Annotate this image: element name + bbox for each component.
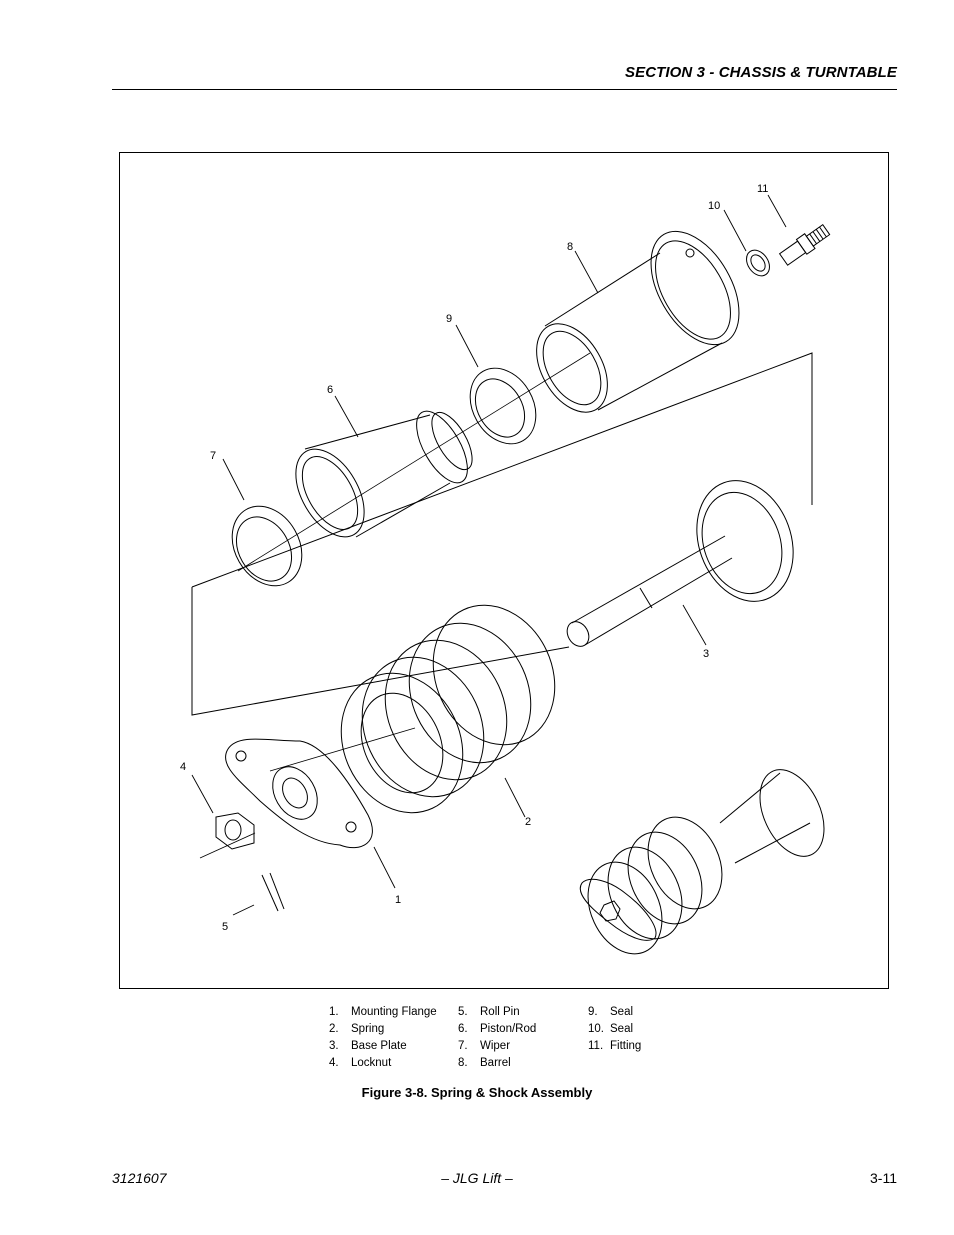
legend-num: 10. — [588, 1023, 604, 1035]
barrel-part — [536, 230, 740, 413]
legend-num: 3. — [329, 1040, 339, 1052]
legend-num: 5. — [458, 1006, 468, 1018]
subassembly-outline — [191, 352, 813, 716]
legend-num: 2. — [329, 1023, 339, 1035]
callout-2: 2 — [525, 816, 531, 828]
exploded-assembly-drawing: 1 2 3 4 5 6 7 8 9 10 11 — [180, 183, 831, 955]
seal-part — [469, 367, 537, 445]
legend-label: Spring — [351, 1023, 385, 1035]
legend-label: Barrel — [480, 1057, 511, 1069]
legend-item: 11. Fitting — [588, 1038, 641, 1055]
base-plate-part — [566, 480, 794, 647]
wiper-part — [231, 505, 303, 587]
legend-item: 9. Seal — [588, 1004, 641, 1021]
legend-label: Roll Pin — [480, 1006, 520, 1018]
legend-item: 8. Barrel — [458, 1055, 536, 1072]
callout-7: 7 — [210, 450, 216, 462]
callout-6: 6 — [327, 384, 333, 396]
callout-11: 11 — [757, 183, 768, 195]
footer-page-number: 3-11 — [870, 1170, 897, 1186]
footer-doc-number: 3121607 — [112, 1170, 167, 1186]
legend-num: 11. — [588, 1040, 604, 1052]
legend-label: Piston/Rod — [480, 1023, 537, 1035]
footer-center-text: – JLG Lift – — [441, 1170, 513, 1186]
legend-item: 7. Wiper — [458, 1038, 536, 1055]
locknut-part — [215, 812, 255, 850]
legend-num: 4. — [329, 1057, 339, 1069]
legend-label: Seal — [610, 1023, 634, 1035]
legend-item: 1. Mounting Flange — [329, 1004, 437, 1021]
legend-label: Locknut — [351, 1057, 392, 1069]
legend-num: 7. — [458, 1040, 468, 1052]
callout-3: 3 — [703, 648, 709, 660]
legend-item: 2. Spring — [329, 1021, 437, 1038]
legend-num: 1. — [329, 1006, 339, 1018]
roll-pin-part — [261, 872, 285, 912]
piston-part — [295, 410, 473, 538]
callout-1: 1 — [395, 894, 401, 906]
legend-item: 5. Roll Pin — [458, 1004, 536, 1021]
legend-num: 9. — [588, 1006, 598, 1018]
leader-lines — [191, 194, 787, 916]
legend-label: Seal — [610, 1006, 634, 1018]
figure-frame: 1 2 3 4 5 6 7 8 9 10 11 — [119, 152, 889, 989]
callout-9: 9 — [446, 313, 452, 325]
callout-10: 10 — [708, 200, 720, 212]
legend-item: 10. Seal — [588, 1021, 641, 1038]
mounting-flange-part — [225, 738, 373, 849]
small-seal-part — [746, 249, 770, 277]
legend-item: 4. Locknut — [329, 1055, 437, 1072]
callout-5: 5 — [222, 921, 228, 933]
legend-column-2: 5. Roll Pin 6. Piston/Rod 7. Wiper 8. Barrel — [458, 1004, 536, 1072]
callout-4: 4 — [180, 761, 186, 773]
legend-num: 6. — [458, 1023, 468, 1035]
legend-num: 8. — [458, 1057, 468, 1069]
legend-item: 3. Base Plate — [329, 1038, 437, 1055]
section-title: SECTION 3 - CHASSIS & TURNTABLE — [624, 64, 897, 81]
figure-caption: Figure 3-8. Spring & Shock Assembly — [361, 1085, 593, 1100]
callout-8: 8 — [567, 241, 573, 253]
legend-item: 6. Piston/Rod — [458, 1021, 536, 1038]
legend-label: Base Plate — [351, 1040, 407, 1052]
legend-label: Mounting Flange — [351, 1006, 437, 1018]
header-rule — [112, 89, 897, 90]
spring-part — [340, 604, 556, 814]
legend-label: Fitting — [610, 1040, 642, 1052]
legend-label: Wiper — [480, 1040, 511, 1052]
legend-column-3: 9. Seal 10. Seal 11. Fitting — [588, 1004, 641, 1055]
assembled-view — [579, 769, 825, 955]
legend-column-1: 1.Mounting Flange 2.Spring 3.Base Plate … — [329, 1004, 437, 1072]
fitting-part — [778, 224, 831, 266]
